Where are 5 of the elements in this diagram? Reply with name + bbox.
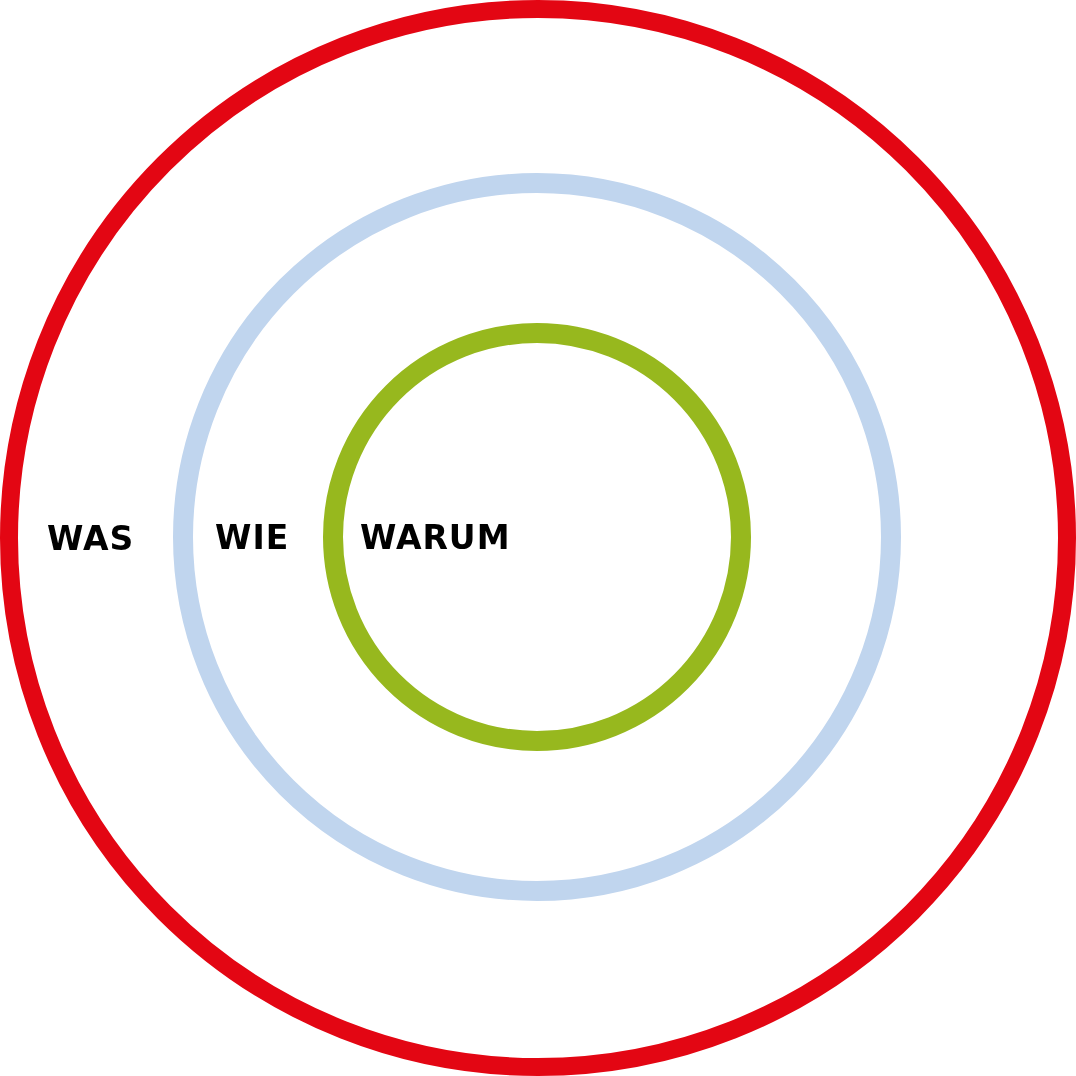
circle-label: WIE bbox=[215, 520, 290, 554]
circle-label: WAS bbox=[47, 521, 135, 555]
middle-circle bbox=[173, 173, 901, 901]
inner-circle bbox=[323, 323, 751, 751]
circle-label: WARUM bbox=[360, 520, 511, 554]
